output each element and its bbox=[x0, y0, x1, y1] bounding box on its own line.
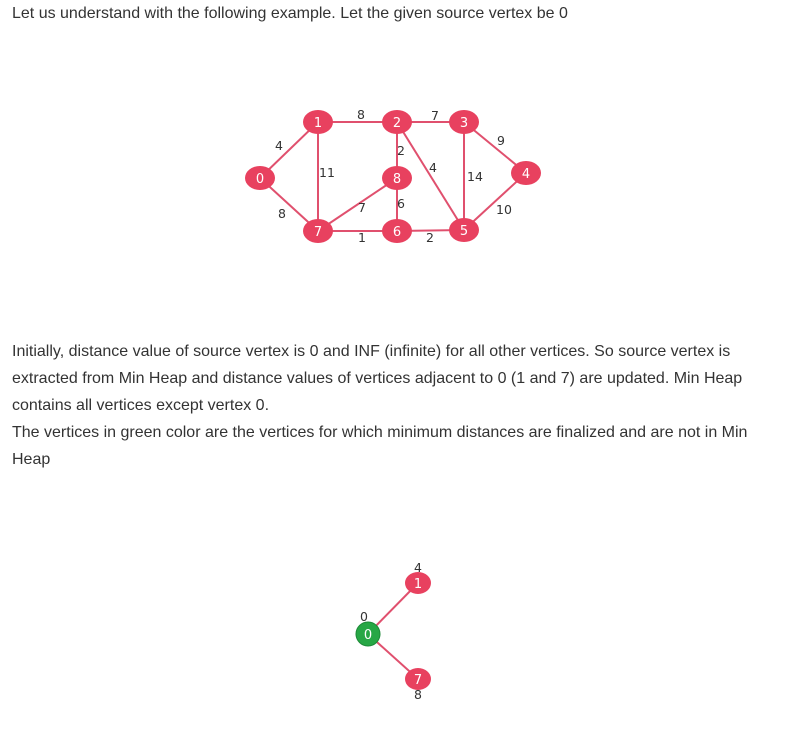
vertex-4: 4 bbox=[511, 161, 541, 185]
edge-weight-5-6: 2 bbox=[426, 230, 434, 245]
edge-weight-1-2: 8 bbox=[357, 107, 365, 122]
step1-vertex-0-label: 0 bbox=[364, 628, 372, 643]
vertex-2-label: 2 bbox=[393, 116, 401, 131]
edge-weight-6-8: 6 bbox=[397, 196, 405, 211]
step1-vertex-1: 1 bbox=[405, 572, 431, 594]
step1-vertex-1-label: 1 bbox=[414, 577, 422, 592]
step1-vertex-0: 0 bbox=[355, 621, 381, 647]
explanation-text: Initially, distance value of source vert… bbox=[12, 338, 772, 473]
vertex-1: 1 bbox=[303, 110, 333, 134]
edge-weight-0-1: 4 bbox=[275, 138, 283, 153]
explanation-paragraph-2: The vertices in green color are the vert… bbox=[12, 424, 748, 468]
vertex-8-label: 8 bbox=[393, 172, 401, 187]
edge-4-5 bbox=[463, 172, 527, 231]
step1-distance-1: 4 bbox=[414, 560, 422, 575]
edge-0-1 bbox=[259, 121, 319, 179]
edge-weight-0-7: 8 bbox=[278, 206, 286, 221]
edge-weight-2-8: 2 bbox=[397, 143, 405, 158]
example-graph: 4 8 8 11 7 2 4 9 14 10 2 1 6 7 0 1 2 3 4… bbox=[245, 107, 541, 245]
step1-graph: 0 0 1 4 7 8 bbox=[355, 560, 431, 702]
edge-weight-2-3: 7 bbox=[431, 108, 439, 123]
edge-weight-3-4: 9 bbox=[497, 133, 505, 148]
edge-weight-3-5: 14 bbox=[467, 169, 483, 184]
step1-vertex-7: 7 bbox=[405, 668, 431, 690]
edge-weight-7-8: 7 bbox=[358, 200, 366, 215]
vertex-5-label: 5 bbox=[460, 224, 468, 239]
edge-weight-6-7: 1 bbox=[358, 230, 366, 245]
step1-vertex-7-label: 7 bbox=[414, 673, 422, 688]
vertex-3-label: 3 bbox=[460, 116, 468, 131]
step1-distance-7: 8 bbox=[414, 687, 422, 702]
edge-weight-1-7: 11 bbox=[319, 165, 335, 180]
vertex-5: 5 bbox=[449, 218, 479, 242]
vertex-4-label: 4 bbox=[522, 167, 530, 182]
intro-paragraph: Let us understand with the following exa… bbox=[12, 5, 568, 22]
edge-weight-4-5: 10 bbox=[496, 202, 512, 217]
edge-7-8 bbox=[317, 177, 398, 232]
edge-2-5 bbox=[396, 121, 465, 231]
vertex-1-label: 1 bbox=[314, 116, 322, 131]
vertex-6: 6 bbox=[382, 219, 412, 243]
vertex-7: 7 bbox=[303, 219, 333, 243]
vertex-2: 2 bbox=[382, 110, 412, 134]
vertex-3: 3 bbox=[449, 110, 479, 134]
edge-weight-2-5: 4 bbox=[429, 160, 437, 175]
explanation-paragraph-1: Initially, distance value of source vert… bbox=[12, 343, 743, 414]
vertex-8: 8 bbox=[382, 166, 412, 190]
vertex-7-label: 7 bbox=[314, 225, 322, 240]
vertex-0: 0 bbox=[245, 166, 275, 190]
step1-distance-0: 0 bbox=[360, 609, 368, 624]
vertex-0-label: 0 bbox=[256, 172, 264, 187]
vertex-6-label: 6 bbox=[393, 225, 401, 240]
